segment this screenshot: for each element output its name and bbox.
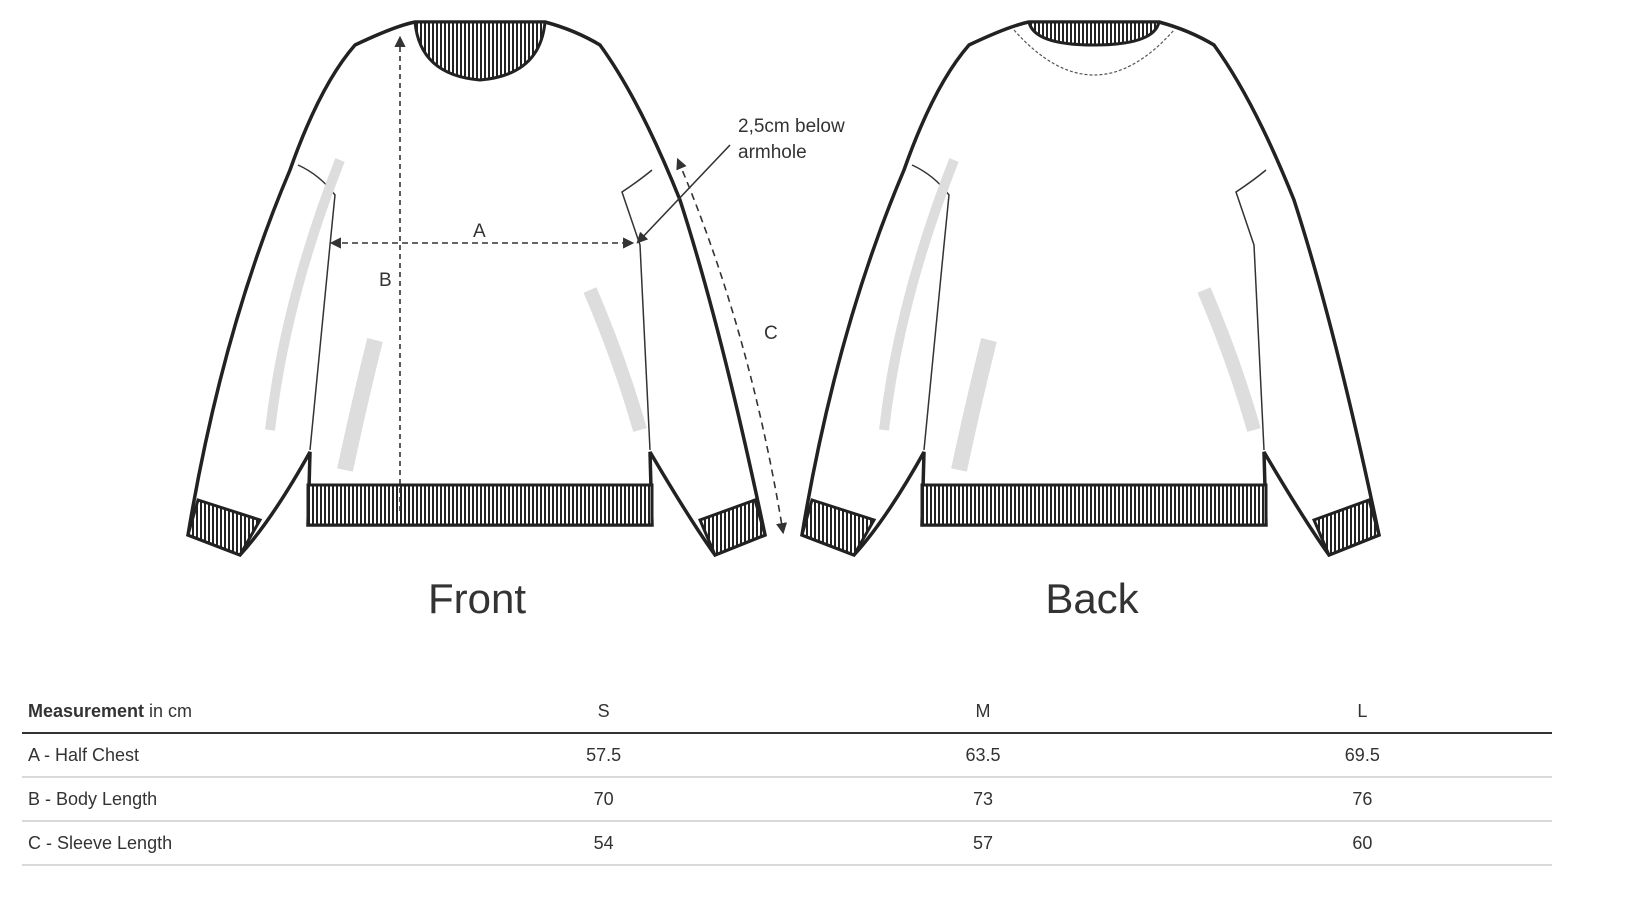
label-c: C xyxy=(764,323,778,344)
sleeve-length-line xyxy=(676,157,788,535)
armhole-leader-line xyxy=(636,144,731,244)
front-view-title: Front xyxy=(427,575,527,622)
row-label: C - Sleeve Length xyxy=(28,832,173,853)
front-sweatshirt xyxy=(188,22,765,555)
back-sweatshirt xyxy=(802,22,1379,555)
front-neck-ribbing xyxy=(413,20,547,82)
cell: 70 xyxy=(593,788,614,809)
row-label: A - Half Chest xyxy=(28,744,140,765)
cell: 63.5 xyxy=(965,744,1001,765)
cell: 57 xyxy=(972,832,993,853)
table-row: B - Body Length 70 73 76 xyxy=(22,777,1552,821)
row-label: B - Body Length xyxy=(28,788,158,809)
armhole-note-2: armhole xyxy=(738,142,807,163)
cell: 73 xyxy=(972,788,993,809)
size-m-header: M xyxy=(975,700,991,721)
table-row: A - Half Chest 57.5 63.5 69.5 xyxy=(22,733,1552,777)
armhole-note: 2,5cm below xyxy=(738,116,845,137)
sweatshirt-illustrations xyxy=(0,0,1646,650)
measurement-header: Measurement in cm xyxy=(28,700,193,721)
measurement-lines xyxy=(329,35,788,535)
size-table: Measurement in cm S M L A - Half Chest 5… xyxy=(22,690,1552,866)
back-neck-ribbing xyxy=(1027,20,1161,47)
size-l-header: L xyxy=(1357,700,1368,721)
table-header-row: Measurement in cm S M L xyxy=(22,690,1552,733)
cell: 76 xyxy=(1352,788,1373,809)
cell: 54 xyxy=(593,832,614,853)
label-a: A xyxy=(473,221,486,242)
table-row: C - Sleeve Length 54 57 60 xyxy=(22,821,1552,865)
cell: 57.5 xyxy=(586,744,622,765)
label-b: B xyxy=(379,270,392,291)
cell: 69.5 xyxy=(1344,744,1380,765)
size-s-header: S xyxy=(597,700,610,721)
back-view-title: Back xyxy=(1045,575,1139,622)
cell: 60 xyxy=(1352,832,1373,853)
